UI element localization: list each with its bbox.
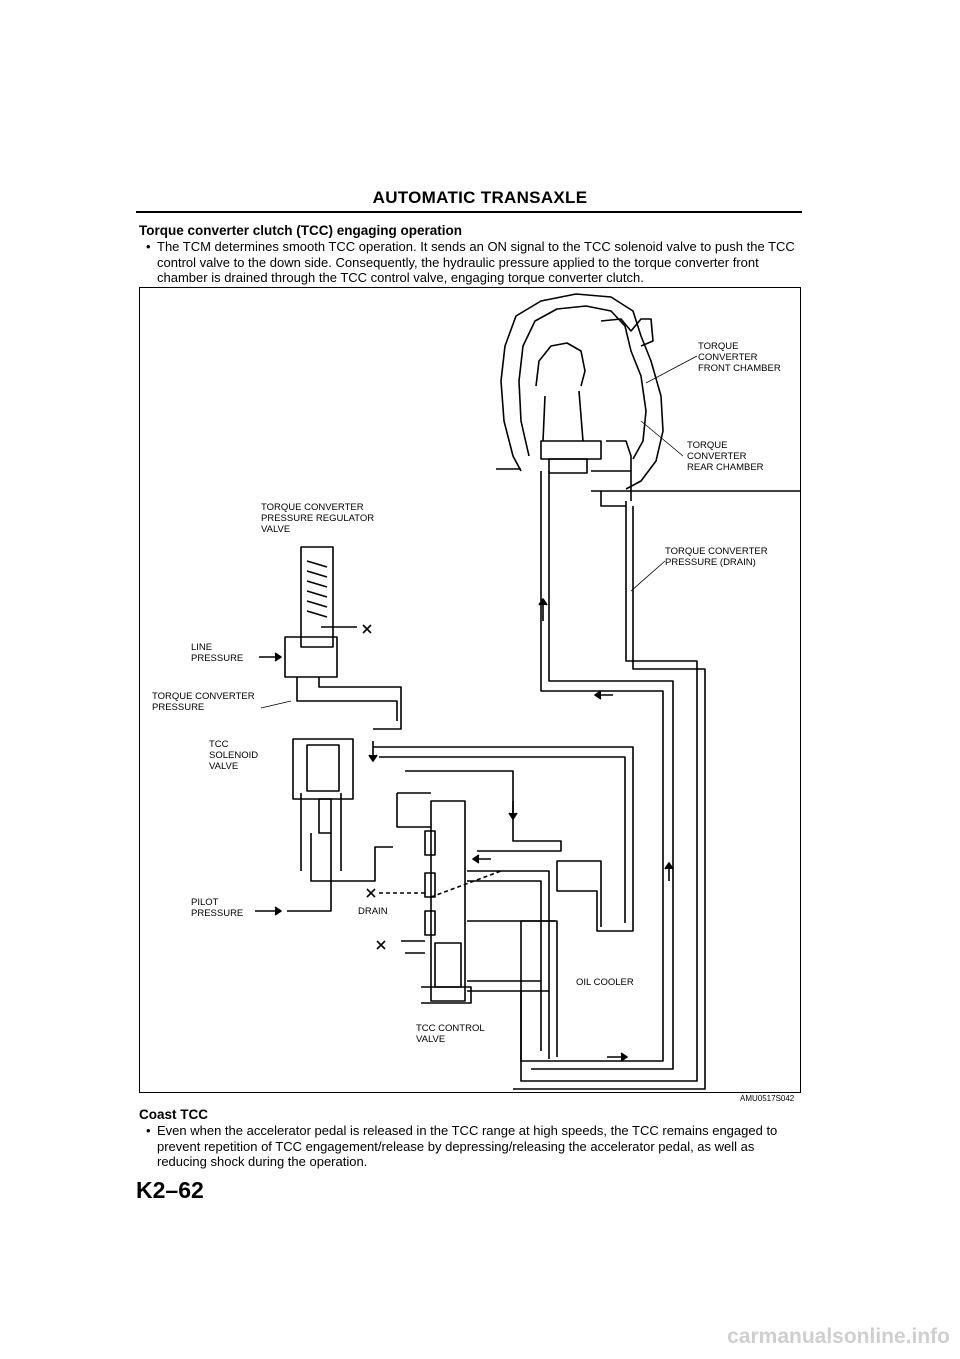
label-pilot-pressure: PRESSURE bbox=[191, 908, 243, 919]
label-converter-pressure: TORQUE CONVERTER bbox=[152, 691, 255, 702]
label-pilot-pressure: PILOT bbox=[191, 897, 219, 908]
page-number: K2–62 bbox=[136, 1177, 204, 1203]
bullet-line: control valve to the down side. Conseque… bbox=[157, 254, 759, 270]
label-front-chamber: FRONT CHAMBER bbox=[698, 363, 781, 374]
section-heading-tcc-engaging: Torque converter clutch (TCC) engaging o… bbox=[139, 223, 463, 238]
bullet-tcc-engaging: • The TCM determines smooth TCC operatio… bbox=[146, 239, 796, 286]
bullet-line: prevent repetition of TCC engagement/rel… bbox=[157, 1138, 755, 1154]
bullet-dot: • bbox=[146, 239, 151, 254]
flow-arrows bbox=[255, 598, 674, 1062]
label-front-chamber: CONVERTER bbox=[698, 352, 758, 363]
label-line-pressure: LINE bbox=[191, 642, 212, 653]
label-line-pressure: PRESSURE bbox=[191, 653, 243, 664]
bullet-line: reducing shock during the operation. bbox=[157, 1154, 368, 1169]
label-oil-cooler: OIL COOLER bbox=[576, 977, 634, 988]
bullet-coast-tcc: • Even when the accelerator pedal is rel… bbox=[146, 1123, 796, 1170]
hydraulic-diagram-figure: TORQUE CONVERTER FRONT CHAMBER TORQUE CO… bbox=[139, 287, 801, 1093]
bullet-line: The TCM determines smooth TCC operation.… bbox=[157, 239, 795, 254]
label-converter-pressure: PRESSURE bbox=[152, 702, 204, 713]
label-rear-chamber: CONVERTER bbox=[687, 451, 747, 462]
label-drain: DRAIN bbox=[358, 906, 388, 917]
label-tcc-solenoid: TCC bbox=[209, 739, 229, 750]
label-rear-chamber: REAR CHAMBER bbox=[687, 462, 764, 473]
drain-marks bbox=[362, 624, 502, 950]
label-tcc-solenoid: SOLENOID bbox=[209, 750, 258, 761]
tcc-control-valve bbox=[421, 800, 472, 1004]
label-pressure-drain: PRESSURE (DRAIN) bbox=[665, 557, 756, 568]
label-front-chamber: TORQUE bbox=[698, 341, 738, 352]
section-heading-coast-tcc: Coast TCC bbox=[139, 1107, 209, 1122]
header-rule bbox=[136, 211, 802, 213]
label-pressure-drain: TORQUE CONVERTER bbox=[665, 546, 768, 557]
label-regulator-valve: PRESSURE REGULATOR bbox=[261, 513, 374, 524]
oil-lines bbox=[373, 471, 706, 1090]
label-tcc-solenoid: VALVE bbox=[209, 761, 238, 772]
figure-code: AMU0517S042 bbox=[740, 1094, 795, 1103]
bullet-dot: • bbox=[146, 1123, 151, 1138]
pressure-regulator-valve bbox=[284, 546, 402, 730]
label-tcc-control-valve: TCC CONTROL bbox=[416, 1023, 485, 1034]
label-regulator-valve: VALVE bbox=[261, 524, 290, 535]
hydraulic-circuit-diagram: TORQUE CONVERTER FRONT CHAMBER TORQUE CO… bbox=[152, 293, 800, 1090]
torque-converter-assembly bbox=[496, 293, 800, 507]
bullet-line: Even when the accelerator pedal is relea… bbox=[157, 1123, 778, 1138]
label-regulator-valve: TORQUE CONVERTER bbox=[261, 502, 364, 513]
watermark: carmanualsonline.info bbox=[727, 1325, 950, 1348]
page-header-title: AUTOMATIC TRANSAXLE bbox=[372, 188, 588, 207]
bullet-line: chamber is drained through the TCC contr… bbox=[157, 270, 644, 285]
label-tcc-control-valve: VALVE bbox=[416, 1034, 445, 1045]
diagram-labels: TORQUE CONVERTER FRONT CHAMBER TORQUE CO… bbox=[152, 341, 781, 1045]
label-rear-chamber: TORQUE bbox=[687, 440, 727, 451]
tcc-solenoid-valve bbox=[287, 738, 393, 912]
leader-lines bbox=[260, 355, 698, 709]
